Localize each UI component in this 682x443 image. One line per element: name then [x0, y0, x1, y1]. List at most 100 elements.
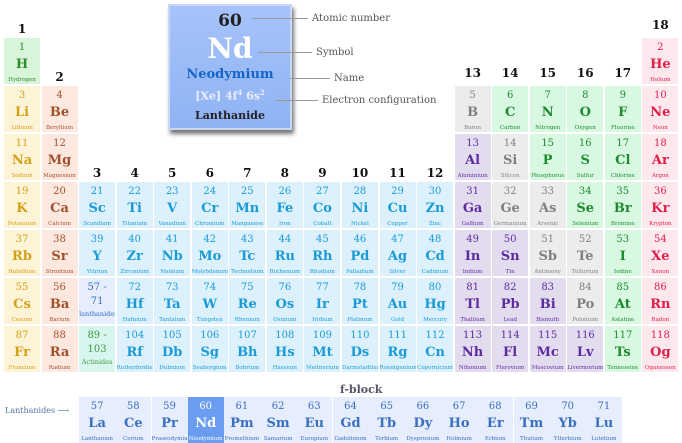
element-cell-rf[interactable]: 104RfRutherfordium — [116, 326, 153, 372]
lanthanide-cell-pr[interactable]: 59PrPraseodymium — [151, 397, 188, 443]
element-cell-ds[interactable]: 110DsDarmstadtium — [341, 326, 378, 372]
